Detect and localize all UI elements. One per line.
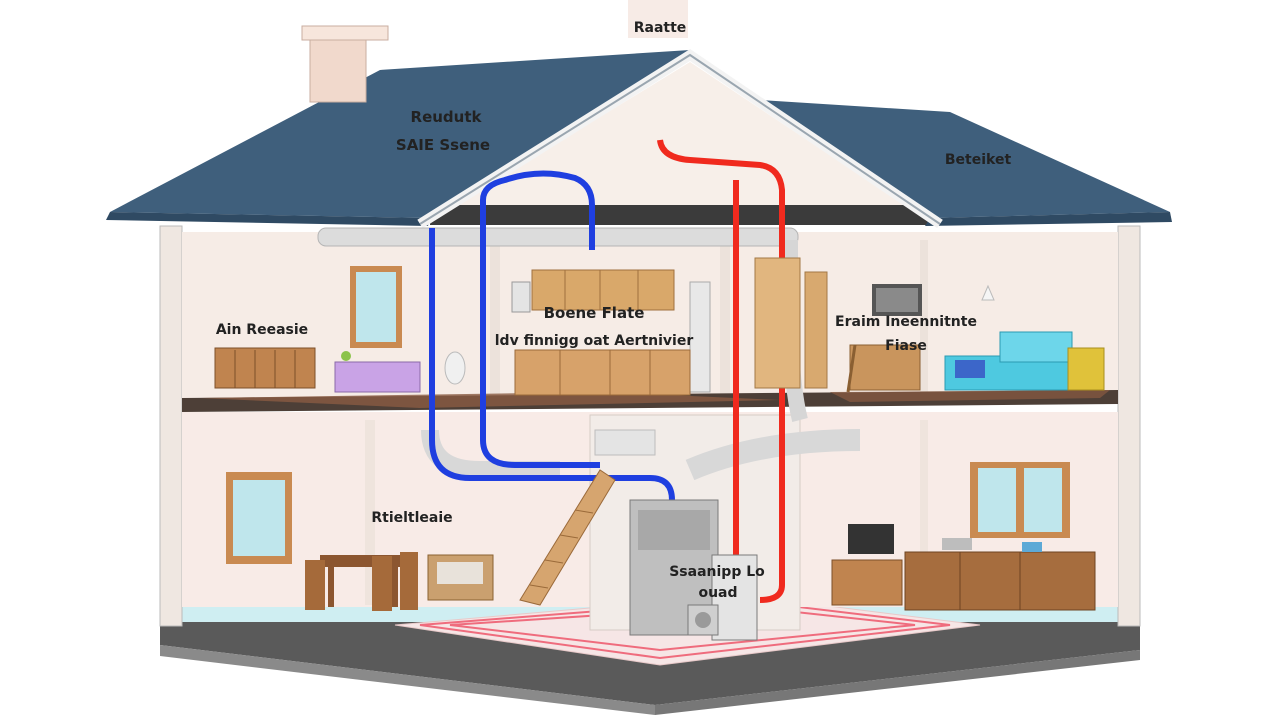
upper-left-room bbox=[214, 266, 466, 393]
lower-left-dining bbox=[226, 472, 494, 611]
label-unit-1: Ssaanipp Lo bbox=[669, 564, 765, 580]
hot-return-pipes bbox=[657, 139, 785, 603]
label-room-upper-center-2: ldv finnigg oat Aertnivier bbox=[495, 333, 694, 349]
staircase bbox=[519, 469, 616, 606]
diagram-labels: Raatte Reudutk SAIE Ssene Beteiket Ain R… bbox=[216, 20, 1012, 601]
label-roof-left-1: Reudutk bbox=[411, 108, 483, 126]
label-top: Raatte bbox=[634, 20, 687, 36]
label-room-lower-left: Rtieltleaie bbox=[371, 510, 452, 526]
label-room-upper-right-2: Fiase bbox=[885, 338, 927, 354]
label-roof-left-2: SAIE Ssene bbox=[396, 136, 490, 154]
label-roof-right: Beteiket bbox=[945, 152, 1012, 168]
floor-slab bbox=[182, 390, 1118, 412]
label-room-upper-center-1: Boene Flate bbox=[544, 304, 645, 322]
label-unit-2: ouad bbox=[698, 585, 737, 601]
label-room-upper-left: Ain Reeasie bbox=[216, 322, 308, 338]
upper-center-kitchen bbox=[511, 257, 828, 396]
cold-supply-pipes bbox=[429, 170, 675, 505]
lower-right-living bbox=[831, 462, 1096, 611]
roof bbox=[106, 0, 1172, 229]
label-room-upper-right-1: Eraim Ineennitnte bbox=[835, 314, 977, 330]
hvac-units bbox=[629, 499, 758, 641]
upper-right-bedroom bbox=[846, 284, 1105, 393]
